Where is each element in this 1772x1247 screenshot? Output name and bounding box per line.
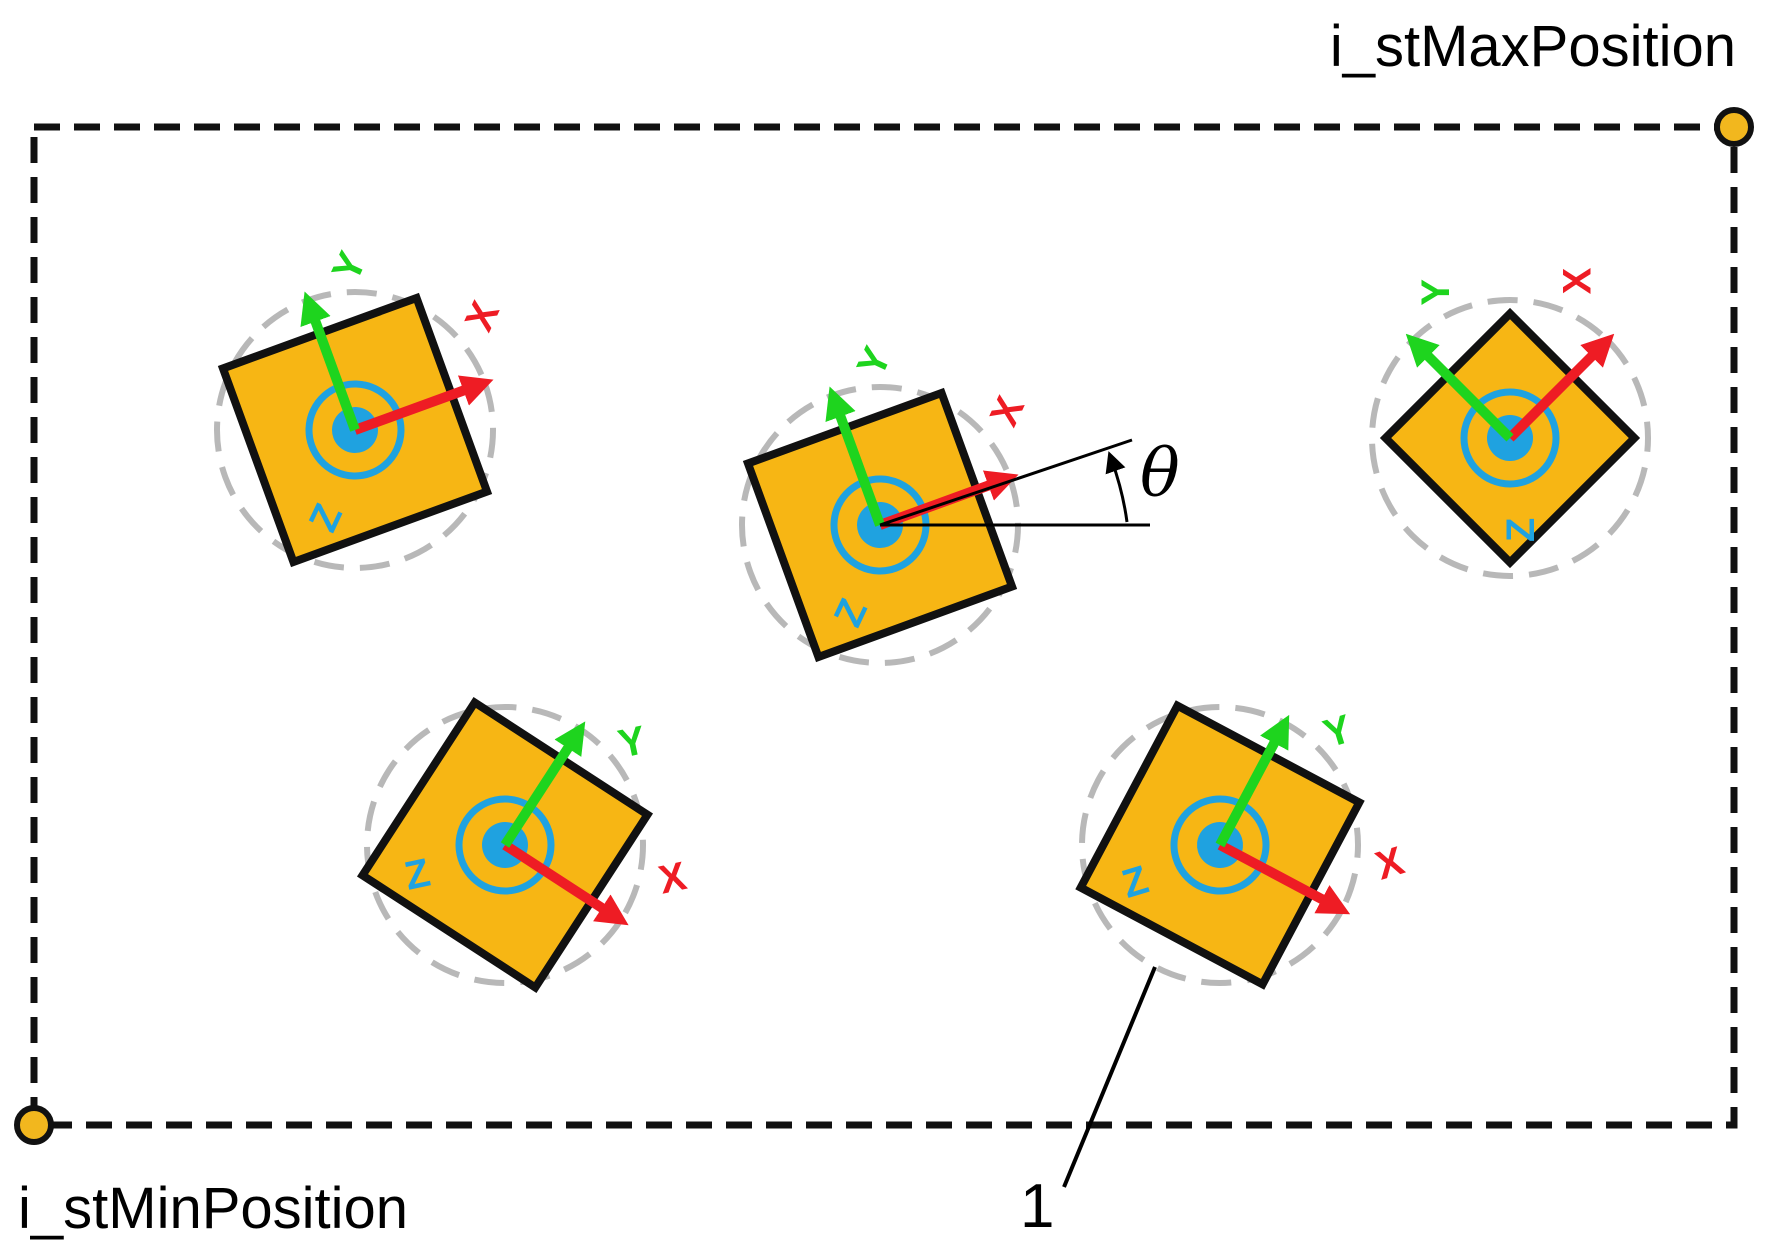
x-axis-label: X <box>982 390 1033 433</box>
item-center: X Y Z <box>739 340 1033 666</box>
y-axis-label: Y <box>324 245 375 288</box>
min-position-marker <box>14 1105 54 1145</box>
y-axis-label: Y <box>1414 279 1458 306</box>
y-axis-arrow <box>1215 714 1290 848</box>
y-axis-arrow <box>300 291 360 432</box>
y-axis-arrow <box>1405 333 1514 442</box>
y-axis-label: Y <box>1318 707 1357 757</box>
min-position-label: i_stMinPosition <box>18 1176 408 1241</box>
theta-angle-arc <box>1105 451 1129 523</box>
max-position-label: i_stMaxPosition <box>1330 14 1736 79</box>
theta-label: θ <box>1140 435 1180 512</box>
item-top-left: X Y Z <box>214 245 508 571</box>
y-axis-label: Y <box>849 340 900 383</box>
x-axis-arrow <box>1217 840 1351 915</box>
item-bottom-left: X Y Z <box>356 696 691 994</box>
max-position-marker <box>1714 107 1754 147</box>
y-axis-arrow <box>500 721 586 848</box>
x-axis-arrow <box>1506 333 1615 442</box>
theta-rotated-line <box>879 438 1133 527</box>
item-bottom-right: X Y Z <box>1075 700 1410 990</box>
x-axis-label: X <box>1371 839 1410 889</box>
y-axis-label: Y <box>614 718 650 767</box>
z-axis-label: Z <box>1499 518 1543 542</box>
callout-number: 1 <box>1020 1172 1054 1241</box>
x-axis-label: X <box>655 854 691 903</box>
item-top-right: X Y Z <box>1369 267 1651 579</box>
x-axis-arrow <box>502 840 629 926</box>
callout-leader-line <box>1062 966 1157 1188</box>
x-axis-label: X <box>1555 267 1599 294</box>
x-axis-label: X <box>457 295 508 338</box>
workspace-boundary <box>30 123 1738 1129</box>
x-axis-arrow <box>353 375 494 435</box>
y-axis-arrow <box>825 386 885 527</box>
